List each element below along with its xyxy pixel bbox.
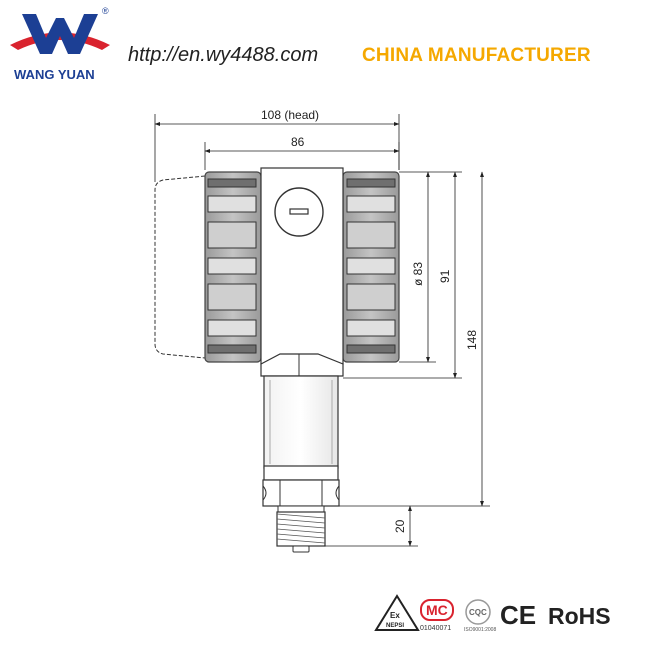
svg-text:ISO9001:2008: ISO9001:2008 (464, 627, 496, 633)
brand-name: WANG YUAN (14, 67, 95, 82)
ce-mark: CE (500, 600, 536, 630)
cqc-mark: CQC ISO9001:2008 (464, 599, 496, 633)
svg-text:01040071: 01040071 (420, 625, 451, 632)
sensor-stem (263, 375, 339, 469)
rohs-mark: RoHS (548, 603, 611, 629)
center-housing (260, 167, 344, 365)
dimension-labels: 108 (head) 86 ø 83 91 148 20 (261, 108, 479, 533)
logo-blue-w (22, 14, 98, 54)
svg-text:MC: MC (426, 602, 448, 618)
certification-marks: Ex NEPSI MC 01040071 CQC ISO9001:2008 CE… (374, 594, 611, 633)
registered-mark: ® (102, 6, 109, 16)
svg-text:NEPSI: NEPSI (386, 623, 404, 629)
right-fin-block (342, 171, 400, 363)
mc-mark: MC 01040071 (420, 599, 454, 632)
dim-diameter: ø 83 (411, 262, 425, 286)
hex-nut (262, 479, 340, 507)
svg-text:Ex: Ex (390, 611, 400, 620)
brand-logo: ® WANG YUAN (10, 6, 110, 82)
tagline: CHINA MANUFACTURER (362, 45, 591, 66)
hex-neck (260, 353, 344, 377)
dim-head-height: 91 (438, 269, 452, 283)
left-fin-block (204, 171, 262, 363)
svg-text:CQC: CQC (469, 608, 487, 617)
threaded-fitting (276, 505, 326, 553)
dim-fitting-height: 20 (393, 519, 407, 533)
dim-body-width: 86 (291, 135, 305, 149)
website-link[interactable]: http://en.wy4488.com (128, 44, 318, 66)
dimension-lines (154, 114, 490, 547)
transmitter-body (154, 167, 400, 553)
head-outline (154, 175, 206, 359)
dim-total-height: 148 (465, 330, 479, 350)
dim-head-width: 108 (head) (261, 108, 319, 122)
ex-nepsi-mark: Ex NEPSI (374, 594, 420, 631)
